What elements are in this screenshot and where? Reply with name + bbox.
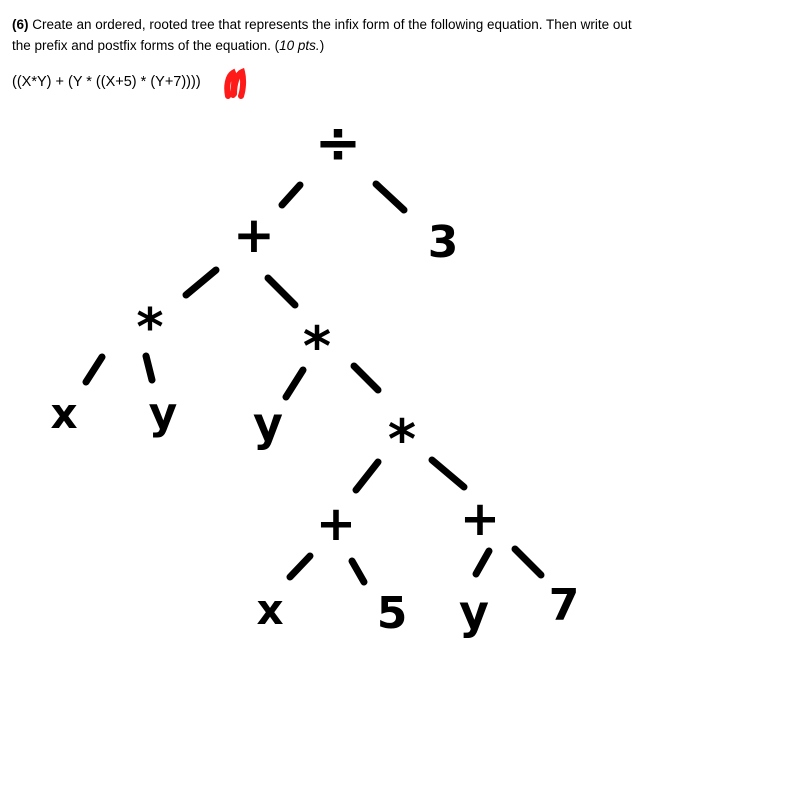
red-annotation-mark [224,68,247,99]
node-y-mid: y [253,397,283,451]
equation-text: ((X*Y) + (Y * ((X+5) * (Y+7)))) [12,74,201,90]
node-y-bottom: y [459,585,489,639]
edge-plus-right-y [472,547,493,578]
question-close: ) [319,38,325,53]
edge-times-lower-plus-left [352,458,382,494]
edge-times-mid-times-lower [350,362,382,394]
node-x-bottom: x [256,585,283,634]
edge-times-lower-plus-right [428,456,468,491]
node-plus-lower-left: + [316,496,356,552]
edge-root-plus [278,181,304,209]
edge-times-left-x [82,353,106,386]
tree-nodes: ÷ + 3 * * x y y * + + x 5 y 7 [50,111,579,639]
edge-plus-left-x [286,552,314,581]
tree-edges [82,180,545,586]
node-times-left: * [136,298,163,358]
node-three: 3 [428,217,459,268]
edge-plus-left-five [348,557,368,586]
node-x-left: x [50,389,77,438]
node-seven: 7 [549,580,580,631]
node-plus-top: + [233,206,275,264]
question-points: 10 pts. [279,38,320,53]
question-number: (6) [12,17,29,32]
node-times-lower: * [388,408,416,471]
node-times-mid: * [303,315,331,378]
question-text: (6) Create an ordered, rooted tree that … [12,14,652,56]
edge-plus-times-mid [264,274,299,309]
edge-times-left-y [142,352,156,384]
node-five: 5 [377,588,408,639]
edge-plus-right-seven [511,545,545,579]
node-y-left: y [149,388,178,439]
edge-root-three [372,180,408,214]
question-body: Create an ordered, rooted tree that repr… [12,17,632,53]
node-root-divide: ÷ [315,111,362,176]
edge-times-mid-y [282,366,307,401]
edge-plus-times-left [182,266,220,299]
node-plus-lower-right: + [460,491,500,547]
